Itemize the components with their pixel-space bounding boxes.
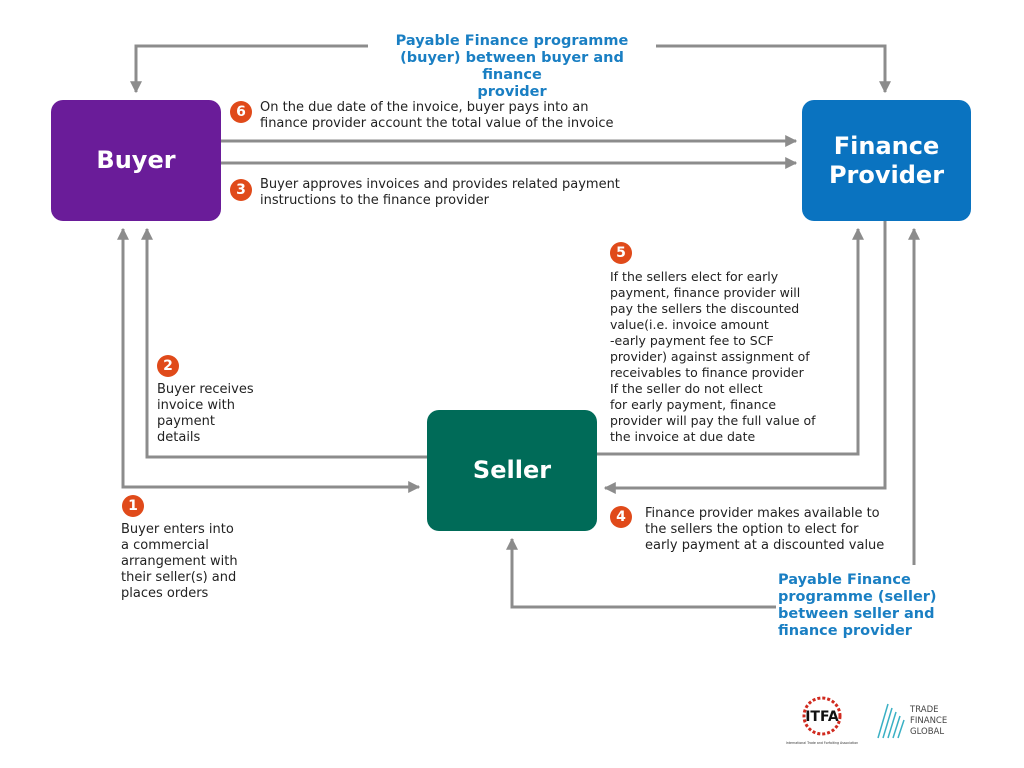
buyer-programme-title: Payable Finance programme (buyer) betwee… — [395, 33, 629, 100]
itfa-logo: ITFA International Trade and Forfaiting … — [780, 694, 864, 750]
svg-text:FINANCE: FINANCE — [910, 716, 947, 726]
seller-label: Seller — [472, 456, 552, 485]
step6-text: On the due date of the invoice, buyer pa… — [260, 100, 614, 131]
step5-text: If the sellers elect for early payment, … — [610, 269, 816, 444]
step4-arrow — [603, 221, 887, 494]
buyer-programme-arrow — [130, 44, 368, 94]
svg-text:ITFA: ITFA — [805, 709, 839, 725]
step6-badge: 6 — [230, 101, 252, 123]
step1-arrow — [117, 227, 421, 493]
seller-node: Seller — [427, 410, 597, 531]
step2-badge: 2 — [157, 355, 179, 377]
svg-text:International Trade and Forfai: International Trade and Forfaiting Assoc… — [786, 741, 858, 745]
step2-text: Buyer receives invoice with payment deta… — [157, 382, 254, 445]
step3-badge: 3 — [230, 179, 252, 201]
step3-text: Buyer approves invoices and provides rel… — [260, 177, 620, 208]
step4-badge: 4 — [610, 506, 632, 528]
step1-text: Buyer enters into a commercial arrangeme… — [121, 522, 238, 601]
finance-provider-label: Finance Provider — [828, 131, 945, 189]
step4-text: Finance provider makes available to the … — [645, 506, 885, 553]
fp-programme-arrow — [656, 44, 891, 94]
svg-text:GLOBAL: GLOBAL — [910, 727, 944, 737]
step5-arrow — [597, 227, 864, 456]
seller-programme-title: Payable Finance programme (seller) betwe… — [778, 572, 937, 639]
step5-badge: 5 — [610, 242, 632, 264]
step2-arrow — [141, 227, 427, 459]
svg-text:TRADE: TRADE — [909, 705, 938, 715]
finance-provider-node: Finance Provider — [802, 100, 971, 221]
buyer-node: Buyer — [51, 100, 221, 221]
trade-finance-global-logo: TRADE FINANCE GLOBAL — [874, 698, 964, 742]
seller-programme-arrow — [506, 537, 776, 609]
step1-badge: 1 — [122, 495, 144, 517]
buyer-label: Buyer — [96, 146, 176, 175]
